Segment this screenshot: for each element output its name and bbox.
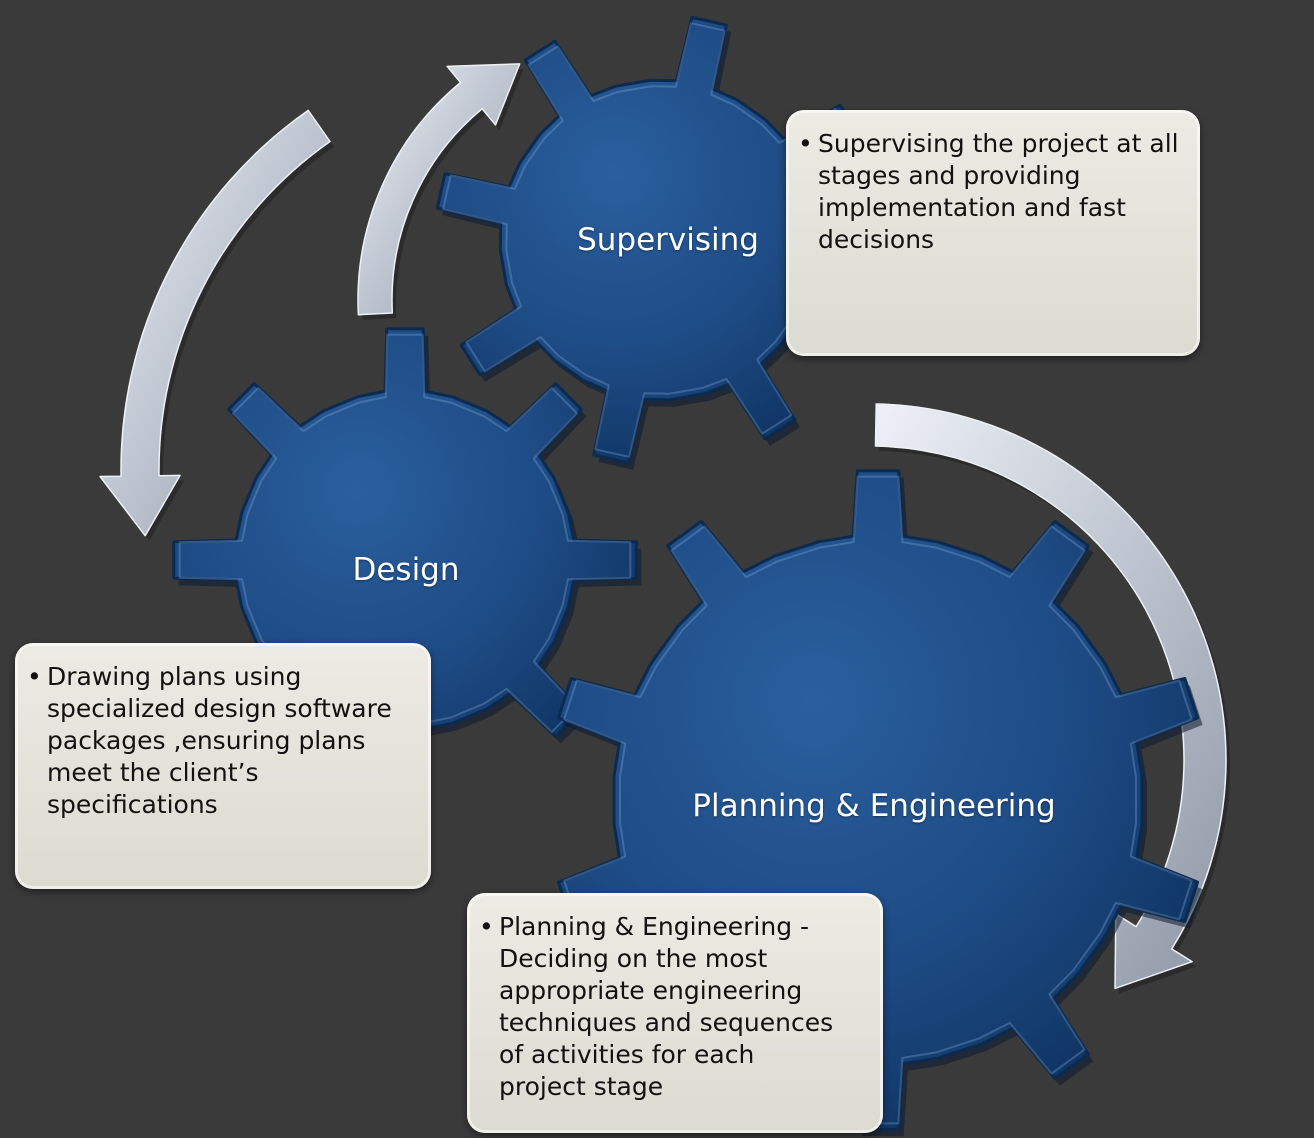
bullet-icon: • — [479, 912, 494, 941]
design-description: Drawing plans using specialized design s… — [47, 662, 392, 819]
design-description-box: • Drawing plans using specialized design… — [15, 643, 431, 889]
planning-description-box: • Planning & Engineering - Deciding on t… — [467, 893, 883, 1133]
supervising-gear — [435, 15, 888, 470]
planning-description: Planning & Engineering - Deciding on the… — [499, 912, 834, 1101]
cycle-arrow-to-supervising — [357, 63, 524, 320]
bullet-icon: • — [27, 662, 42, 691]
gear-label-supervising: Supervising — [577, 222, 759, 258]
supervising-description-box: • Supervising the project at all stages … — [786, 110, 1200, 356]
cycle-arrow-to-design — [99, 109, 334, 541]
supervising-description: Supervising the project at all stages an… — [818, 129, 1179, 254]
gear-label-planning-engineering: Planning & Engineering — [692, 788, 1056, 824]
cycle-arrow-to-planning — [874, 403, 1230, 994]
gear-label-design: Design — [352, 552, 460, 588]
bullet-icon: • — [798, 129, 813, 158]
